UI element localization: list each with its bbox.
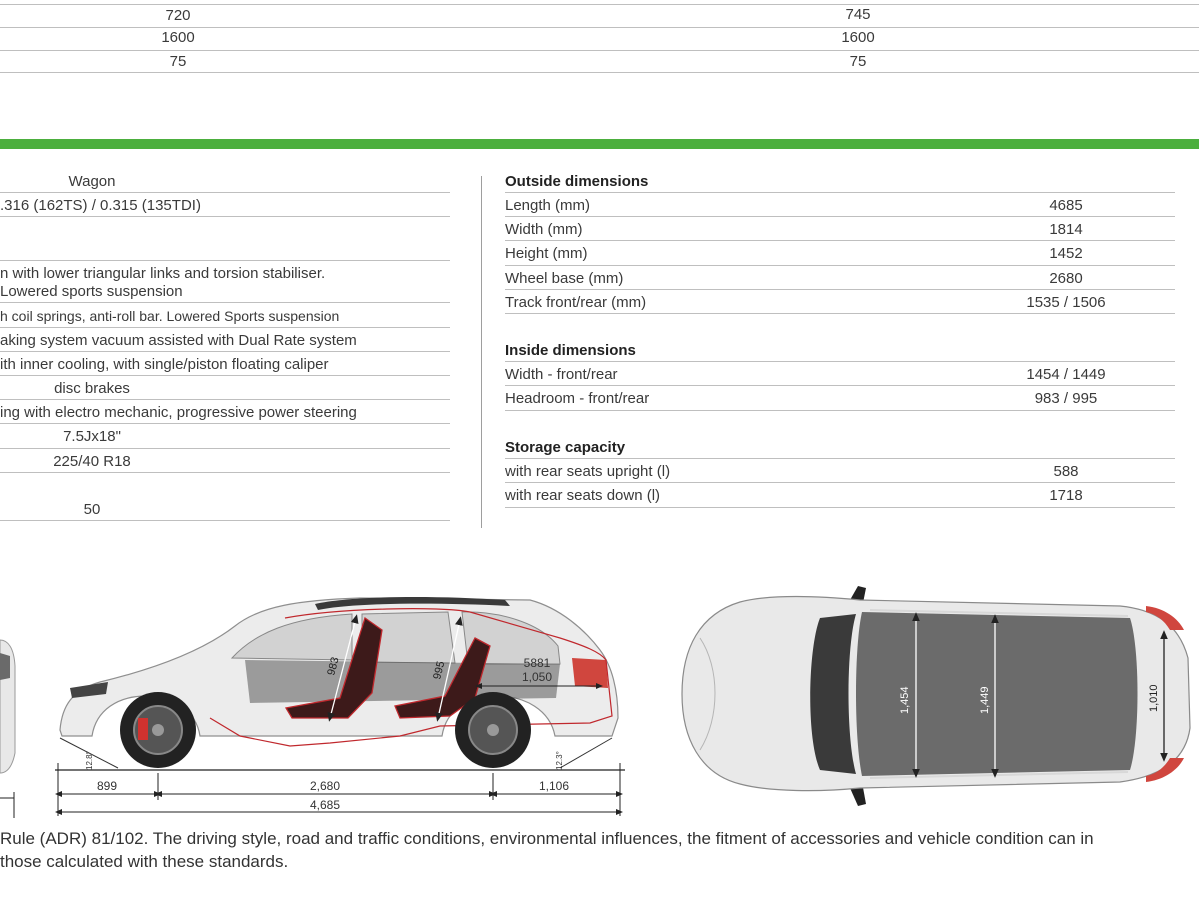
spec-cell: Lowered sports suspension (0, 283, 183, 300)
front-view-car-partial (0, 639, 16, 818)
dimension-label: with rear seats upright (l) (505, 463, 671, 480)
boot-width-label: 1,010 (1148, 684, 1160, 712)
table-rule (0, 423, 450, 424)
table-rule (505, 289, 1175, 290)
table-rule (0, 4, 1199, 5)
table-rule (0, 351, 450, 352)
dimension-value: 1452 (1049, 245, 1083, 262)
front-overhang-label: 899 (97, 779, 117, 793)
dimension-value: 1814 (1049, 221, 1083, 238)
spec-cell: .316 (162TS) / 0.315 (135TDI) (0, 197, 201, 214)
table-rule (505, 192, 1175, 193)
table-rule (505, 313, 1175, 314)
top-view-car: 1,454 1,449 1,010 (681, 586, 1191, 806)
section-title-outside: Outside dimensions (505, 173, 649, 190)
side-view-car: 983 995 5881 1,050 12.8° 12.3° (55, 596, 625, 771)
table-rule (0, 375, 450, 376)
table-rule (505, 216, 1175, 217)
top-table-right-cell: 1600 (841, 29, 875, 46)
headroom-rear-label: 995 (431, 660, 447, 681)
column-header: Wagon (68, 173, 116, 190)
section-divider-bar (0, 139, 1199, 149)
dimension-value: 1454 / 1449 (1026, 366, 1106, 383)
table-rule (0, 472, 450, 473)
spec-cell: 225/40 R18 (53, 453, 131, 470)
table-rule (505, 265, 1175, 266)
approach-angle-label: 12.8° (85, 751, 94, 770)
table-rule (0, 72, 1199, 73)
table-rule (0, 27, 1199, 28)
side-dimension-lines: 899 2,680 1,106 4,685 (55, 763, 623, 816)
dimension-value: 1535 / 1506 (1026, 294, 1106, 311)
spec-cell: 7.5Jx18" (63, 428, 121, 445)
spec-cell: ith inner cooling, with single/piston fl… (0, 356, 329, 373)
table-rule (505, 385, 1175, 386)
table-rule (0, 302, 450, 303)
table-rule (505, 507, 1175, 508)
dimension-label: with rear seats down (l) (505, 487, 661, 504)
dimension-label: Width - front/rear (505, 366, 618, 383)
column-divider (481, 176, 482, 528)
spec-cell: h coil springs, anti-roll bar. Lowered S… (0, 308, 340, 324)
table-rule (505, 240, 1175, 241)
dimension-label: Track front/rear (mm) (505, 294, 647, 311)
spec-cell: 50 (83, 501, 101, 518)
footnote-line-2: those calculated with these standards. (0, 852, 289, 871)
table-rule (0, 192, 450, 193)
spec-cell: n with lower triangular links and torsio… (0, 265, 326, 282)
dimension-value: 588 (1053, 463, 1079, 480)
table-rule (505, 458, 1175, 459)
top-table-right-cell: 75 (849, 53, 867, 70)
spec-cell: aking system vacuum assisted with Dual R… (0, 332, 357, 349)
rear-overhang-label: 1,106 (539, 779, 569, 793)
headroom-front-label: 983 (325, 656, 341, 677)
dimension-value: 4685 (1049, 197, 1083, 214)
spec-cell: ing with electro mechanic, progressive p… (0, 404, 357, 421)
top-table-left-cell: 720 (165, 7, 191, 24)
table-rule (505, 361, 1175, 362)
dimension-label: Headroom - front/rear (505, 390, 650, 407)
boot-length-bottom-label: 1,050 (522, 670, 552, 684)
dimension-label: Wheel base (mm) (505, 270, 624, 287)
dimension-value: 1718 (1049, 487, 1083, 504)
top-table-left-cell: 75 (169, 53, 187, 70)
table-rule (505, 410, 1175, 411)
section-title-storage: Storage capacity (505, 439, 626, 456)
table-rule (0, 260, 450, 261)
table-rule (0, 327, 450, 328)
departure-angle-label: 12.3° (555, 751, 564, 770)
width-front-label: 1,454 (899, 686, 911, 714)
wheelbase-label: 2,680 (310, 779, 340, 793)
footnote-line-1: Rule (ADR) 81/102. The driving style, ro… (0, 829, 1094, 848)
table-rule (0, 399, 450, 400)
dimension-label: Height (mm) (505, 245, 588, 262)
dimension-label: Width (mm) (505, 221, 583, 238)
table-rule (0, 50, 1199, 51)
table-rule (0, 448, 450, 449)
dimension-value: 2680 (1049, 270, 1083, 287)
spec-cell: disc brakes (54, 380, 130, 397)
dimension-label: Length (mm) (505, 197, 591, 214)
top-table-left-cell: 1600 (161, 29, 195, 46)
dimension-value: 983 / 995 (1034, 390, 1098, 407)
boot-length-top-label: 5881 (524, 656, 551, 670)
table-rule (0, 520, 450, 521)
total-length-label: 4,685 (310, 798, 340, 812)
table-rule (0, 216, 450, 217)
top-table-right-cell: 745 (845, 6, 871, 23)
table-rule (505, 482, 1175, 483)
section-title-inside: Inside dimensions (505, 342, 636, 359)
width-rear-label: 1,449 (979, 686, 991, 714)
vehicle-dimension-diagram: 983 995 5881 1,050 12.8° 12.3° 899 2,680… (0, 586, 1191, 818)
